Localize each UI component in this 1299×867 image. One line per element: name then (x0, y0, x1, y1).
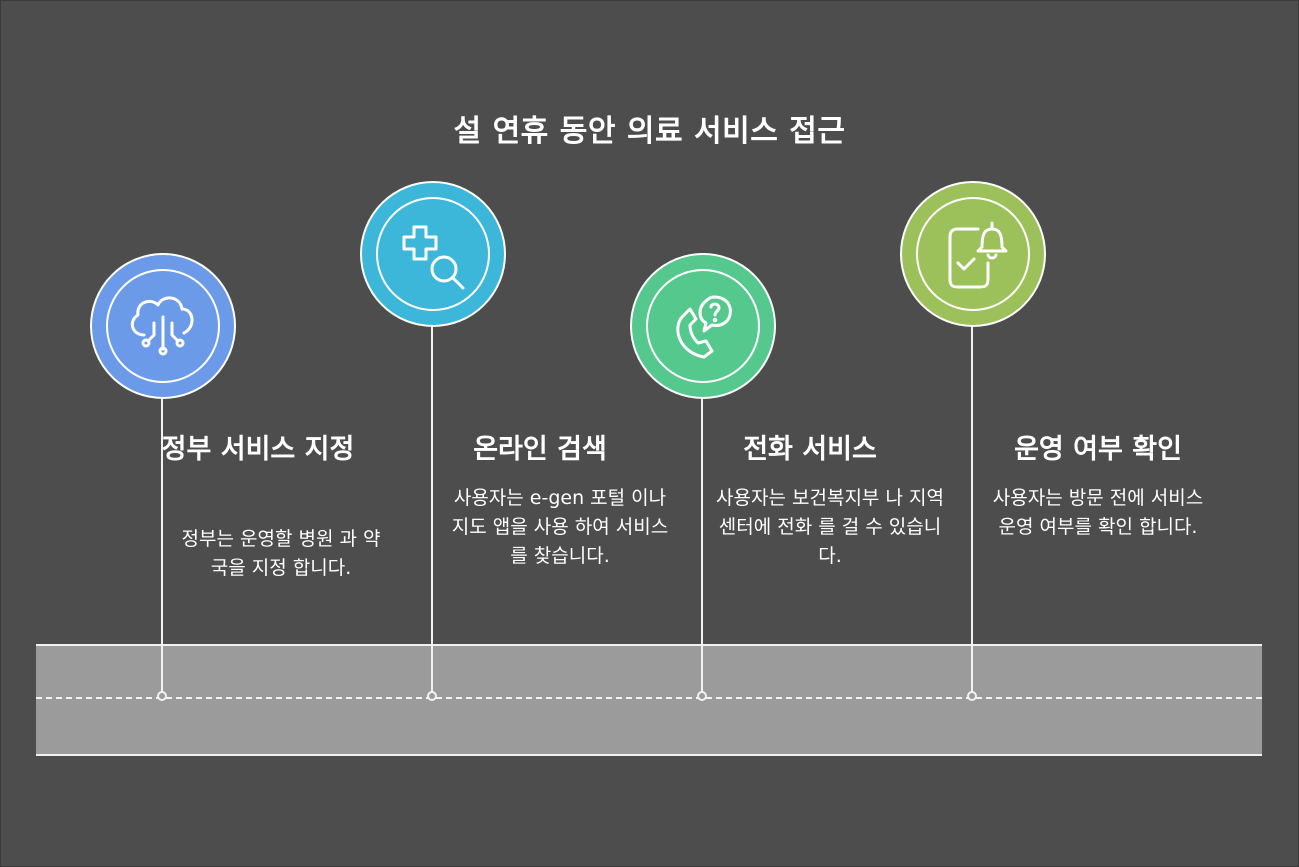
stage-1-badge (90, 253, 236, 399)
stage-4-marker (967, 691, 977, 701)
stage-2-marker (427, 691, 437, 701)
stage-4-badge (900, 181, 1046, 327)
stage-1-title: 정부 서비스 지정 (161, 434, 355, 465)
stage-3-stem (701, 398, 703, 694)
stage-3-title: 전화 서비스 (743, 434, 877, 465)
stage-4-description: 사용자는 방문 전에 서비스 운영 여부를 확인 합니다. (992, 487, 1204, 538)
stage-2-description: 사용자는 e-gen 포털 이나 지도 앱을 사용 하여 서비스를 찾습니다. (451, 487, 669, 567)
medical-search-icon (402, 225, 465, 290)
stage-1-stem (161, 398, 163, 694)
stage-3-marker (697, 691, 707, 701)
diagram-title: 설 연휴 동안 의료 서비스 접근 (453, 114, 846, 149)
phone-question-icon (676, 295, 732, 359)
stage-2-title: 온라인 검색 (473, 434, 607, 465)
stage-3-description: 사용자는 보건복지부 나 지역 센터에 전화 를 걸 수 있습니다. (716, 487, 944, 567)
cloud-circuit-icon (130, 296, 194, 356)
timeline-road (36, 644, 1262, 756)
stage-4-title: 운영 여부 확인 (1014, 434, 1182, 465)
stage-2-badge (360, 181, 506, 327)
stage-1-description: 정부는 운영할 병원 과 약국을 지정 합니다. (181, 528, 381, 579)
stage-3-badge (630, 253, 776, 399)
mobile-notification-icon (948, 221, 1008, 289)
stage-2-stem (431, 326, 433, 694)
timeline-center-dashes (36, 697, 1262, 699)
stage-4-stem (971, 326, 973, 694)
stage-1-marker (157, 691, 167, 701)
